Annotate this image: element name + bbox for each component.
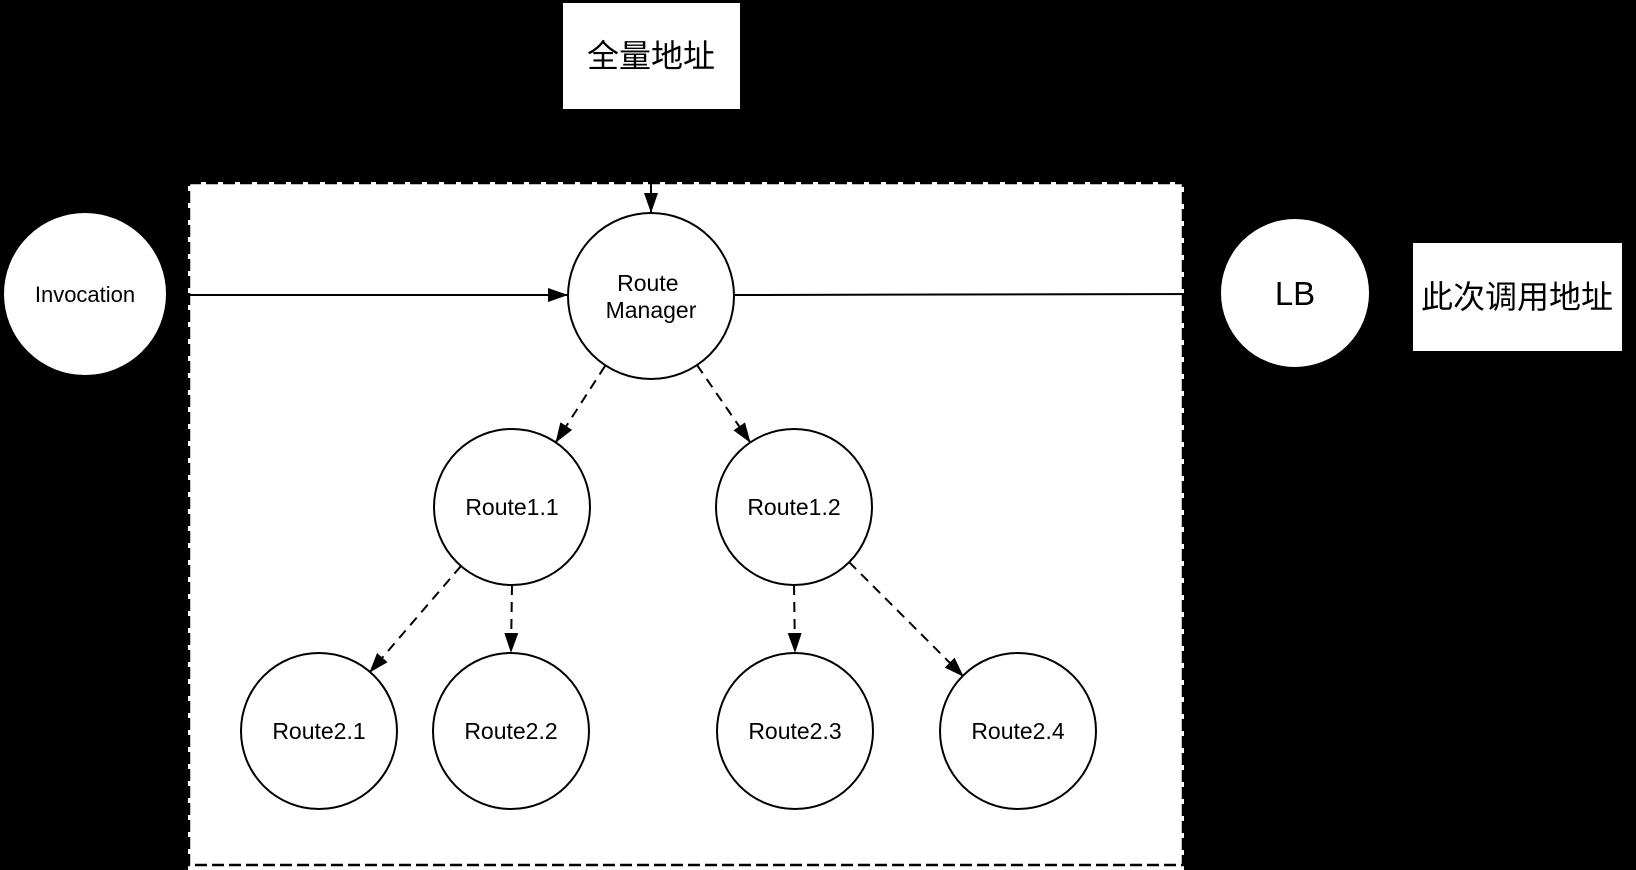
full-address-box-rect bbox=[561, 1, 742, 111]
node-route-2-2-circle bbox=[432, 652, 590, 810]
node-route-manager-label-line1: Route bbox=[617, 270, 678, 296]
edge-route-1-1-to-route-2-1 bbox=[369, 565, 462, 673]
current-call-address-label: 此次调用地址 bbox=[1421, 279, 1613, 315]
edge-route-manager-to-route-1-2 bbox=[696, 364, 751, 443]
node-route-1-2-circle bbox=[715, 428, 873, 586]
current-call-address-box-rect bbox=[1411, 241, 1624, 353]
node-route-2-2: Route2.2 bbox=[432, 652, 590, 810]
node-invocation-circle bbox=[2, 211, 168, 377]
current-call-address-box: 此次调用地址 bbox=[1411, 241, 1624, 353]
node-lb-circle bbox=[1219, 217, 1371, 369]
node-route-2-1-circle bbox=[240, 652, 398, 810]
edge-route-manager-to-route-1-1 bbox=[555, 365, 606, 443]
node-route-2-1-label: Route2.1 bbox=[272, 718, 365, 744]
node-route-1-2: Route1.2 bbox=[715, 428, 873, 586]
edge-route-manager-to-lb bbox=[733, 293, 1221, 296]
node-route-2-3: Route2.3 bbox=[716, 652, 874, 810]
node-route-2-3-label: Route2.3 bbox=[748, 718, 841, 744]
route-table-container-border bbox=[187, 181, 1185, 867]
node-route-manager-circle bbox=[567, 212, 735, 380]
node-route-1-1: Route1.1 bbox=[433, 428, 591, 586]
node-route-manager: Route Manager bbox=[567, 212, 735, 380]
node-invocation-label: Invocation bbox=[35, 282, 135, 307]
full-address-box: 全量地址 bbox=[561, 1, 742, 111]
node-invocation: Invocation bbox=[2, 211, 168, 377]
node-route-2-2-label: Route2.2 bbox=[464, 718, 557, 744]
node-route-1-1-circle bbox=[433, 428, 591, 586]
node-route-manager-label-line2: Manager bbox=[606, 297, 697, 323]
node-route-2-3-circle bbox=[716, 652, 874, 810]
node-lb: LB bbox=[1219, 217, 1371, 369]
node-route-2-1: Route2.1 bbox=[240, 652, 398, 810]
node-route-2-4: Route2.4 bbox=[939, 652, 1097, 810]
node-route-2-4-label: Route2.4 bbox=[971, 718, 1065, 744]
node-lb-label: LB bbox=[1275, 275, 1315, 312]
node-route-manager-label: Route Manager bbox=[606, 270, 697, 323]
edge-route-1-2-to-route-2-3 bbox=[787, 584, 802, 653]
edge-route-1-1-to-route-2-2 bbox=[504, 584, 519, 653]
edge-route-1-2-to-route-2-4 bbox=[848, 561, 964, 677]
full-address-label: 全量地址 bbox=[587, 38, 715, 74]
node-route-1-1-label: Route1.1 bbox=[465, 494, 558, 520]
node-route-1-2-label: Route1.2 bbox=[747, 494, 840, 520]
node-route-2-4-circle bbox=[939, 652, 1097, 810]
